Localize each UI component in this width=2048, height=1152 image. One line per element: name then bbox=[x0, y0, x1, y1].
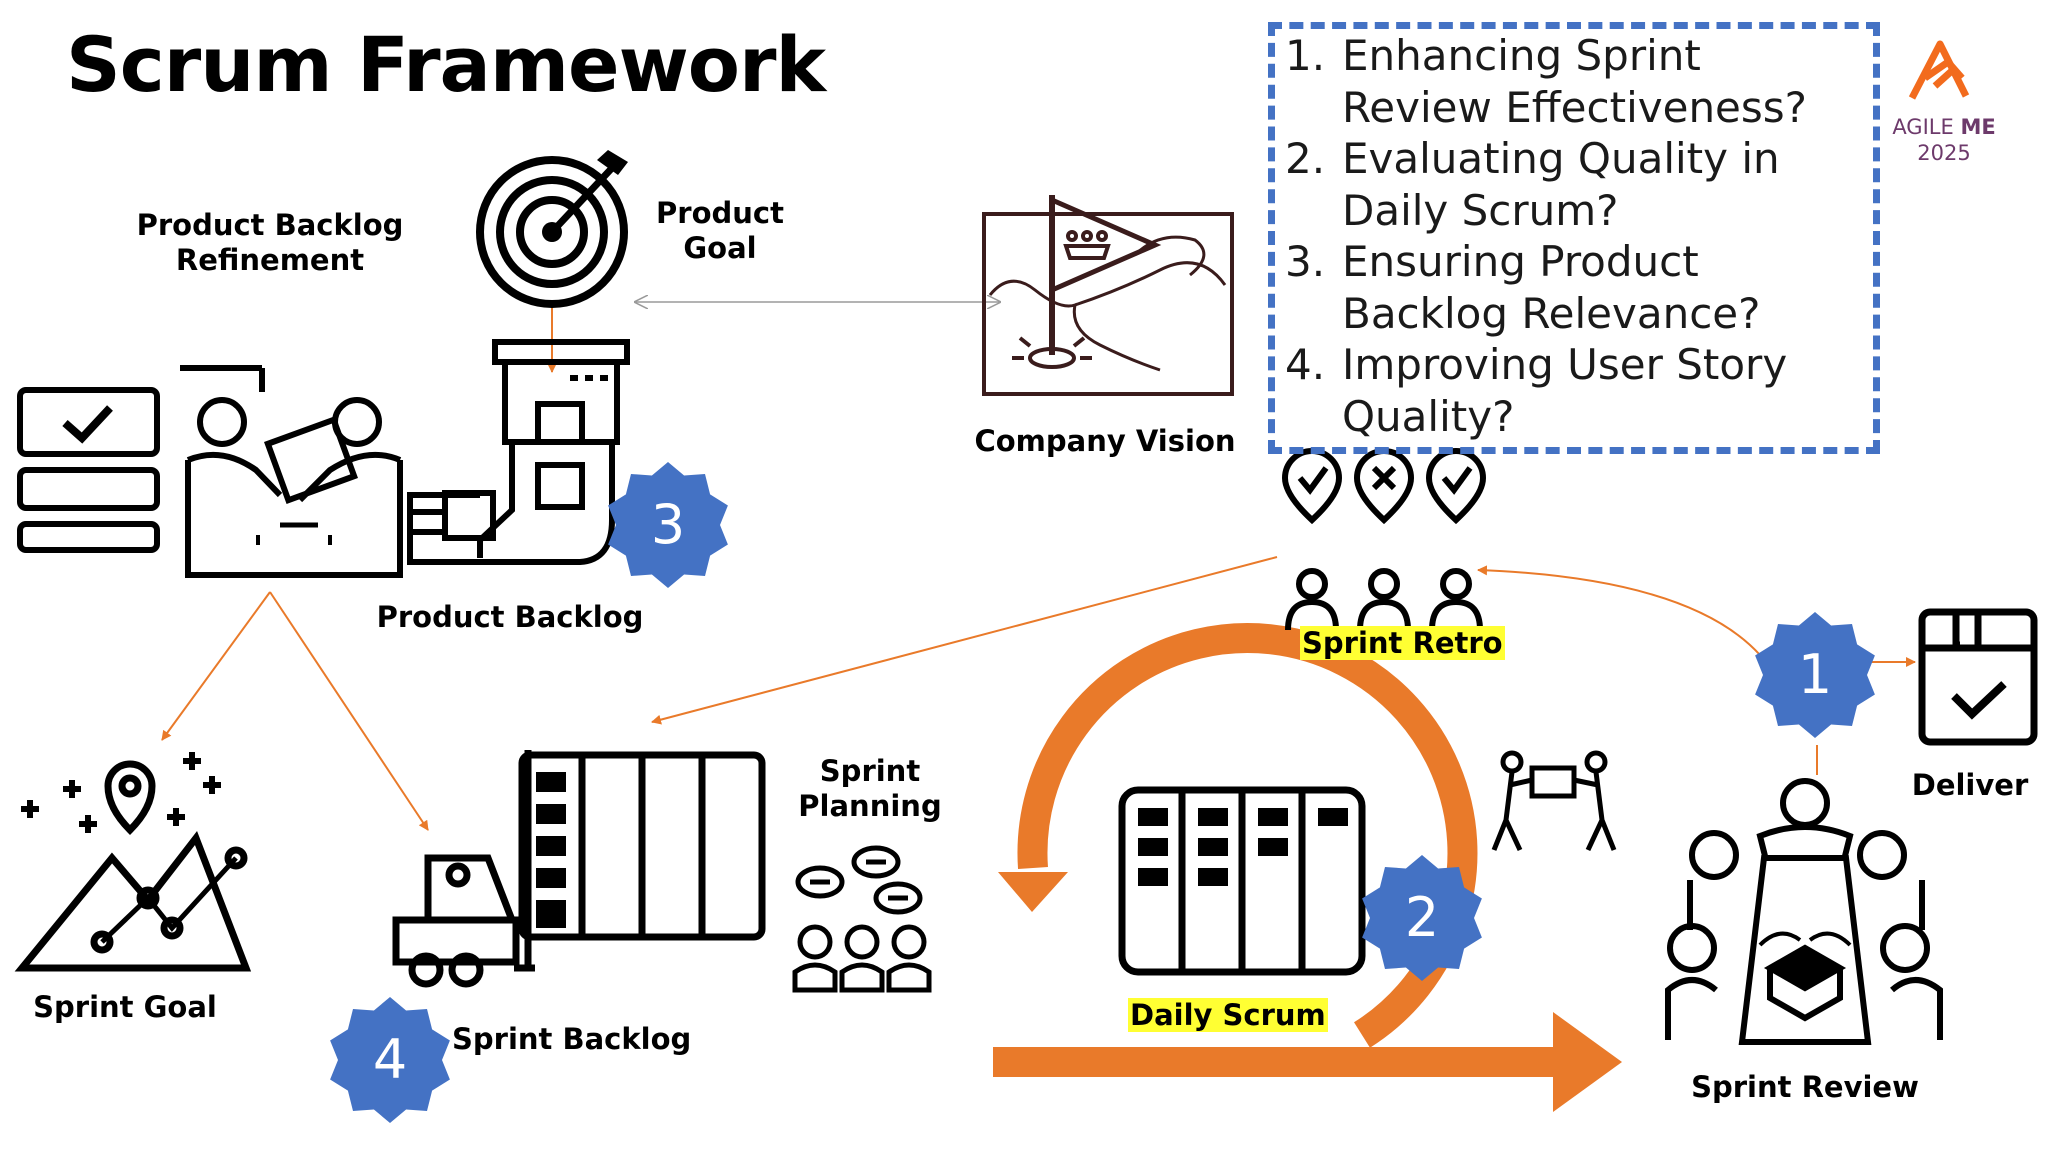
logo-year: 2025 bbox=[1917, 141, 1971, 165]
sprint-retro-feedback-icon bbox=[1281, 448, 1487, 631]
sprint-planning-chat-icon bbox=[792, 845, 932, 993]
sprint-planning-line2: Planning bbox=[798, 789, 942, 823]
sprint-retro-label: Sprint Retro bbox=[1300, 626, 1510, 661]
page-title: Scrum Framework bbox=[66, 20, 826, 109]
sprint-review-meeting-icon bbox=[1665, 778, 1943, 1045]
daily-scrum-label: Daily Scrum bbox=[1128, 998, 1338, 1033]
question-line: Evaluating Quality in bbox=[1342, 134, 1780, 183]
agile-me-logo-icon bbox=[1908, 40, 1970, 100]
question-line: Improving User Story bbox=[1342, 340, 1788, 389]
product-goal-line2: Goal bbox=[683, 231, 757, 265]
refinement-meeting-icon bbox=[180, 365, 403, 578]
logo-word-me: ME bbox=[1960, 115, 1996, 139]
question-number: 4. bbox=[1285, 340, 1326, 389]
product-backlog-label: Product Backlog bbox=[376, 600, 644, 634]
logo-word-agile: AGILE bbox=[1892, 115, 1954, 139]
question-number: 2. bbox=[1285, 134, 1326, 183]
daily-scrum-text: Daily Scrum bbox=[1128, 998, 1328, 1032]
questions-box bbox=[1268, 22, 1880, 454]
question-number: 1. bbox=[1285, 31, 1326, 80]
question-line: Quality? bbox=[1342, 391, 1515, 441]
logo-name: AGILE ME bbox=[1888, 114, 2000, 140]
question-number: 3. bbox=[1285, 237, 1326, 286]
sprint-goal-label: Sprint Goal bbox=[33, 990, 217, 1024]
sprint-goal-mountain-icon bbox=[14, 752, 252, 972]
product-goal-label: Product Goal bbox=[650, 196, 790, 266]
question-line: Daily Scrum? bbox=[1342, 185, 1619, 235]
questions-list: 1. Enhancing Sprint Review Effectiveness… bbox=[1285, 30, 1885, 442]
question-item: 1. Enhancing Sprint Review Effectiveness… bbox=[1285, 30, 1885, 133]
step-badges bbox=[330, 462, 1875, 1123]
sprint-backlog-label: Sprint Backlog bbox=[452, 1022, 692, 1056]
company-vision-label: Company Vision bbox=[974, 424, 1236, 458]
badge-3-number: 3 bbox=[650, 493, 686, 556]
question-item: 2. Evaluating Quality in Daily Scrum? bbox=[1285, 133, 1885, 236]
agile-me-logo-text: AGILE ME 2025 bbox=[1888, 114, 2000, 166]
question-item: 3. Ensuring Product Backlog Relevance? bbox=[1285, 236, 1885, 339]
sprint-flow-arrow bbox=[993, 1012, 1622, 1112]
badge-3-shape bbox=[608, 462, 728, 588]
pbr-line1: Product Backlog bbox=[136, 208, 404, 242]
badge-2-shape bbox=[1362, 855, 1482, 981]
question-item: 4. Improving User Story Quality? bbox=[1285, 339, 1885, 442]
product-goal-line1: Product bbox=[656, 196, 784, 230]
product-backlog-conveyor-icon bbox=[407, 339, 630, 565]
question-line: Ensuring Product bbox=[1342, 237, 1699, 286]
company-vision-map-icon bbox=[982, 195, 1234, 396]
deliver-label: Deliver bbox=[1911, 768, 2029, 802]
deliver-box-icon bbox=[1918, 608, 2038, 746]
collaboration-carry-icon bbox=[1491, 750, 1617, 852]
checklist-icon bbox=[17, 387, 160, 553]
badge-4-shape bbox=[330, 997, 450, 1123]
question-line: Review Effectiveness? bbox=[1342, 82, 1807, 132]
pbr-line2: Refinement bbox=[175, 243, 365, 277]
sprint-retro-text: Sprint Retro bbox=[1300, 626, 1505, 660]
badge-1-number: 1 bbox=[1797, 643, 1833, 706]
target-icon bbox=[476, 150, 628, 308]
question-line: Enhancing Sprint bbox=[1342, 31, 1701, 80]
product-backlog-refinement-label: Product Backlog Refinement bbox=[130, 208, 410, 278]
sprint-review-label: Sprint Review bbox=[1691, 1070, 1919, 1104]
badge-1-shape bbox=[1755, 612, 1875, 738]
badge-2-number: 2 bbox=[1404, 886, 1440, 949]
sprint-planning-line1: Sprint bbox=[819, 754, 921, 788]
sprint-backlog-forklift-icon bbox=[392, 750, 766, 988]
badge-4-number: 4 bbox=[372, 1028, 408, 1091]
sprint-planning-label: Sprint Planning bbox=[790, 754, 950, 824]
question-line: Backlog Relevance? bbox=[1342, 288, 1761, 338]
daily-scrum-board-icon bbox=[1118, 786, 1366, 976]
